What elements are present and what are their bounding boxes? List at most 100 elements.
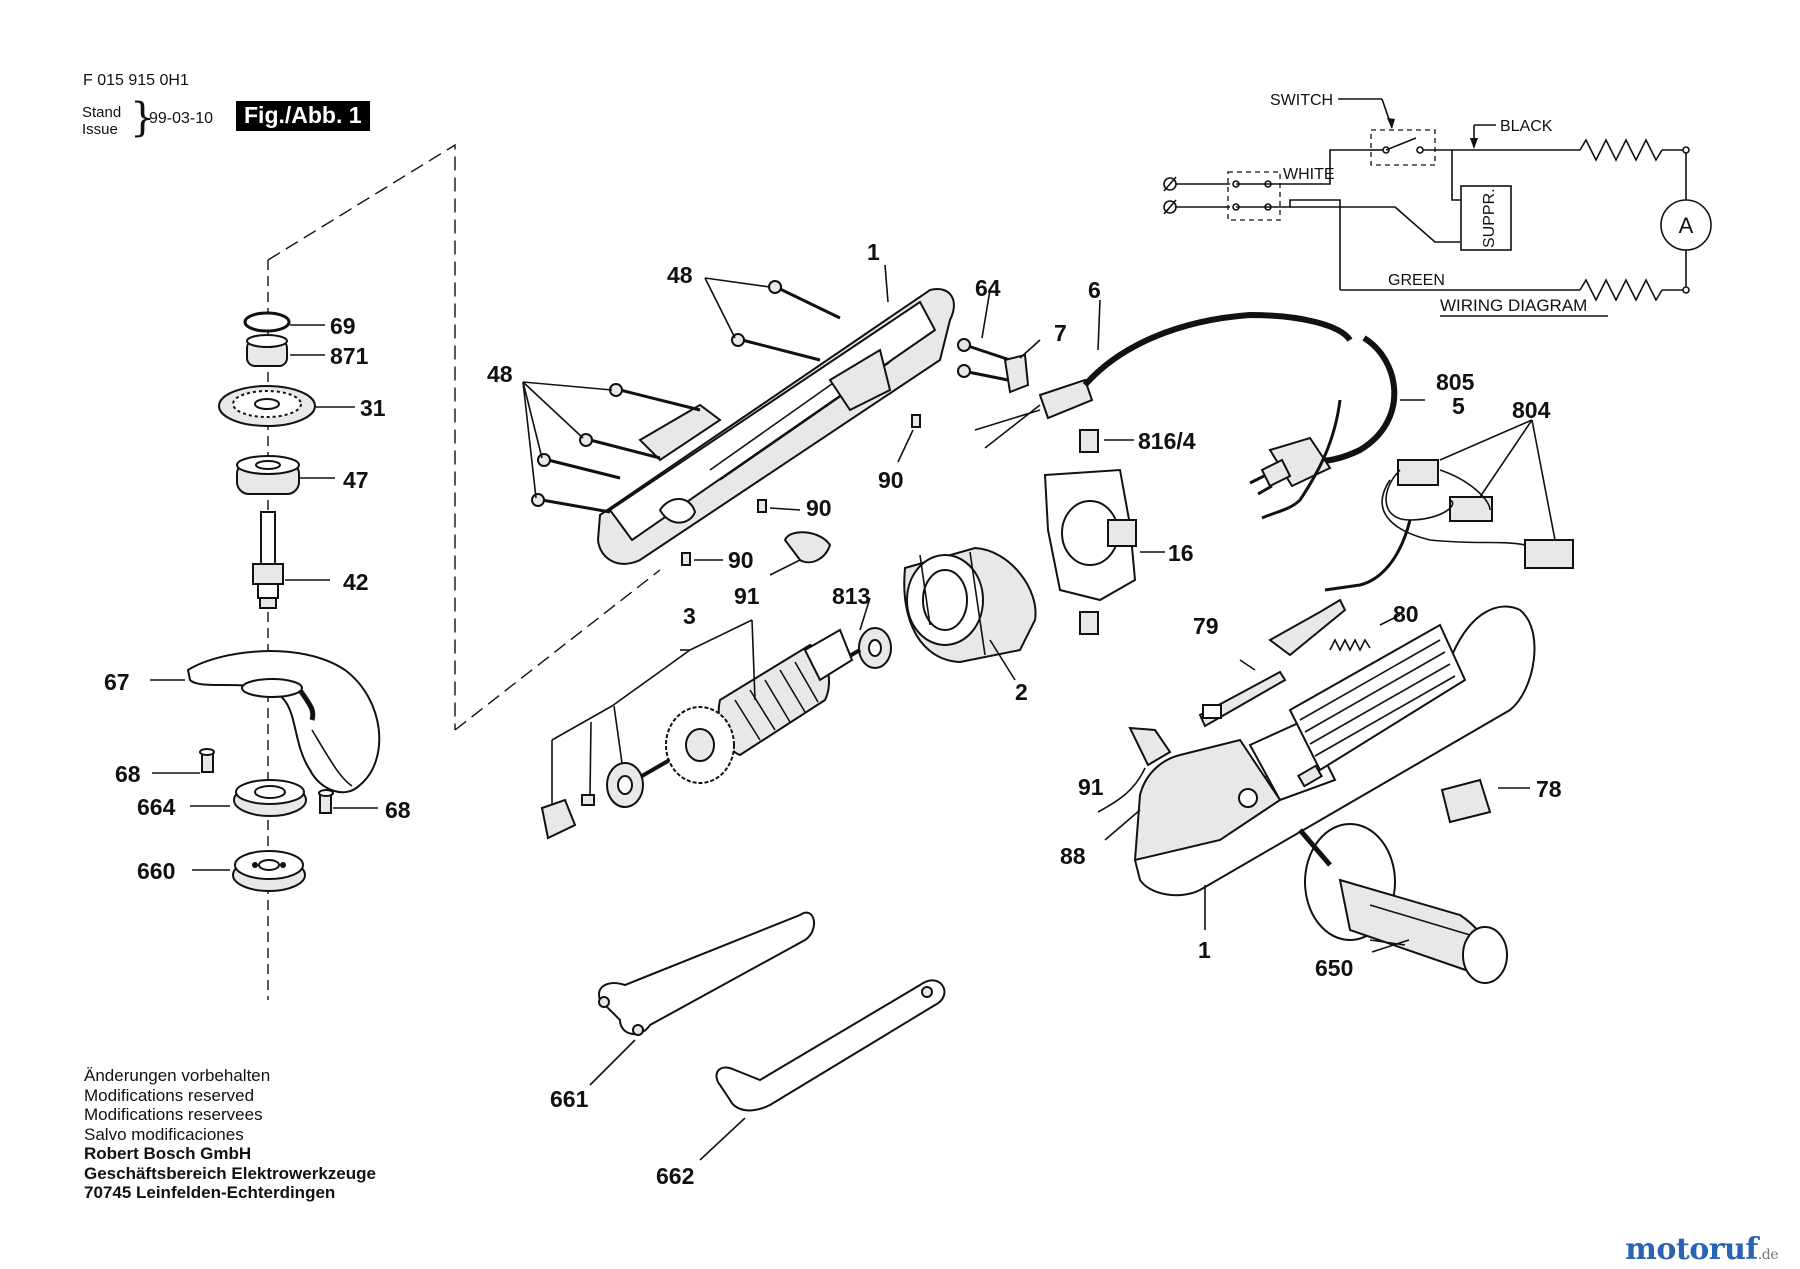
cord-clip-91-right bbox=[1128, 726, 1172, 767]
cord-clip-91 bbox=[783, 531, 832, 564]
drive-pinion bbox=[540, 798, 577, 840]
pin-90-c bbox=[681, 552, 691, 566]
part-label-68-left: 68 bbox=[115, 761, 141, 787]
part-label-661: 661 bbox=[550, 1086, 589, 1112]
footer-line-fr: Modifications reservees bbox=[84, 1105, 263, 1124]
cord-sleeve bbox=[1038, 378, 1094, 420]
motor-housing: 79 80 78 91 88 1 bbox=[1060, 598, 1562, 963]
carbon-brush-816-4-top bbox=[1079, 429, 1099, 453]
suppressor-box bbox=[1460, 185, 1512, 251]
spindle-42 bbox=[252, 511, 284, 609]
switch-unit bbox=[1524, 539, 1574, 569]
screw-48-top-2 bbox=[731, 333, 821, 362]
part-label-650: 650 bbox=[1315, 955, 1353, 981]
mains-terminal-icon bbox=[1163, 176, 1177, 215]
pin-90-b bbox=[757, 499, 767, 513]
slide-switch-78 bbox=[1440, 778, 1492, 824]
footer-address: 70745 Leinfelden-Echterdingen bbox=[84, 1183, 336, 1202]
footer-division: Geschäftsbereich Elektrowerkzeuge bbox=[84, 1163, 376, 1183]
part-label-5: 5 bbox=[1452, 393, 1465, 419]
screw-48-left-4 bbox=[531, 493, 611, 514]
part-label-67: 67 bbox=[104, 669, 130, 695]
retaining-ring-69 bbox=[243, 311, 291, 333]
black-label: BLACK bbox=[1500, 118, 1553, 135]
brush-holder-16: 816/4 16 bbox=[1043, 428, 1196, 635]
footer-company: Robert Bosch GmbH bbox=[84, 1144, 252, 1163]
field-coil-top bbox=[1579, 138, 1663, 162]
part-label-6: 6 bbox=[1088, 277, 1101, 303]
part-label-16: 16 bbox=[1168, 540, 1194, 566]
cord-clamp-7 bbox=[1003, 353, 1030, 394]
switch-label: SWITCH bbox=[1270, 92, 1333, 109]
housing-half-1: 1 48 48 90 90 90 91 bbox=[487, 239, 955, 609]
part-label-816-4: 816/4 bbox=[1138, 428, 1196, 454]
figure-tag: Fig./Abb. 1 bbox=[236, 101, 370, 131]
part-label-47: 47 bbox=[343, 467, 369, 493]
part-label-660: 660 bbox=[137, 858, 175, 884]
field-coil-bottom bbox=[1579, 278, 1663, 302]
white-label: WHITE bbox=[1283, 166, 1335, 183]
issue-label: Issue bbox=[82, 121, 118, 138]
watermark-logo: motoruf.de bbox=[1625, 1232, 1778, 1267]
screw-48-top-1 bbox=[768, 280, 841, 320]
motor-label: A bbox=[1679, 213, 1694, 238]
document-number: F 015 915 0H1 bbox=[83, 72, 189, 89]
part-label-42: 42 bbox=[343, 569, 369, 595]
part-label-79: 79 bbox=[1193, 613, 1219, 639]
wiring-diagram-title: WIRING DIAGRAM bbox=[1440, 296, 1587, 315]
part-label-91-top: 91 bbox=[734, 583, 760, 609]
part-label-69: 69 bbox=[330, 313, 356, 339]
part-label-68-right: 68 bbox=[385, 797, 411, 823]
footer-line-es: Salvo modificaciones bbox=[84, 1124, 244, 1144]
footer-line-de: Änderungen vorbehalten bbox=[84, 1066, 271, 1085]
part-label-78: 78 bbox=[1536, 776, 1562, 802]
part-label-3: 3 bbox=[683, 603, 696, 629]
part-label-2: 2 bbox=[1015, 679, 1028, 705]
wheel-guard-67 bbox=[186, 650, 381, 794]
screw-48-left-1 bbox=[609, 383, 701, 412]
footer-line-en: Modifications reserved bbox=[84, 1085, 255, 1105]
switch-box bbox=[1370, 129, 1436, 166]
green-label: GREEN bbox=[1388, 272, 1445, 289]
part-label-48-left: 48 bbox=[487, 361, 513, 387]
carbon-brush-816-4-bottom bbox=[1079, 611, 1099, 635]
part-label-1-bottom: 1 bbox=[1198, 937, 1211, 963]
screw-48-left-3 bbox=[537, 453, 621, 480]
part-label-90-c: 90 bbox=[728, 547, 754, 573]
spanner-661: 661 bbox=[550, 911, 815, 1112]
spring-80 bbox=[1329, 638, 1371, 652]
spanner-662: 662 bbox=[656, 979, 946, 1189]
screw-64-b bbox=[957, 364, 1009, 382]
part-label-1-top: 1 bbox=[867, 239, 880, 265]
part-label-813: 813 bbox=[832, 583, 870, 609]
pin-90-a bbox=[911, 414, 921, 428]
part-label-7: 7 bbox=[1054, 320, 1067, 346]
armature-3: 3 813 bbox=[540, 583, 892, 840]
switch-wiring-804: 804 bbox=[1324, 397, 1574, 592]
part-label-90-b: 90 bbox=[806, 495, 832, 521]
connector-block bbox=[1227, 171, 1281, 221]
part-label-871: 871 bbox=[330, 343, 369, 369]
stand-issue-label: Stand Issue bbox=[82, 104, 121, 138]
stand-label: Stand bbox=[82, 104, 122, 121]
cord-assembly: 6 7 64 805 5 bbox=[957, 275, 1475, 520]
part-label-804: 804 bbox=[1512, 397, 1551, 423]
part-label-91-right: 91 bbox=[1078, 774, 1104, 800]
suppressor-label: SUPPR. bbox=[1481, 188, 1498, 248]
suppressor-unit bbox=[1397, 459, 1439, 486]
side-handle-650: 650 bbox=[1298, 823, 1508, 984]
part-label-64: 64 bbox=[975, 275, 1001, 301]
part-label-664: 664 bbox=[137, 794, 176, 820]
wiring-diagram: SWITCH BLACK WHITE A GREEN bbox=[1163, 92, 1712, 317]
interference-capacitor bbox=[1449, 496, 1493, 522]
part-label-90-a: 90 bbox=[878, 467, 904, 493]
part-label-48-top: 48 bbox=[667, 262, 693, 288]
part-label-805: 805 bbox=[1436, 369, 1475, 395]
part-label-88: 88 bbox=[1060, 843, 1086, 869]
spindle-assembly: 69 871 31 47 42 67 68 68 664 660 bbox=[104, 143, 661, 1000]
field-stator-2: 2 bbox=[903, 546, 1037, 705]
screw-64-a bbox=[957, 338, 1011, 362]
part-label-31: 31 bbox=[360, 395, 386, 421]
